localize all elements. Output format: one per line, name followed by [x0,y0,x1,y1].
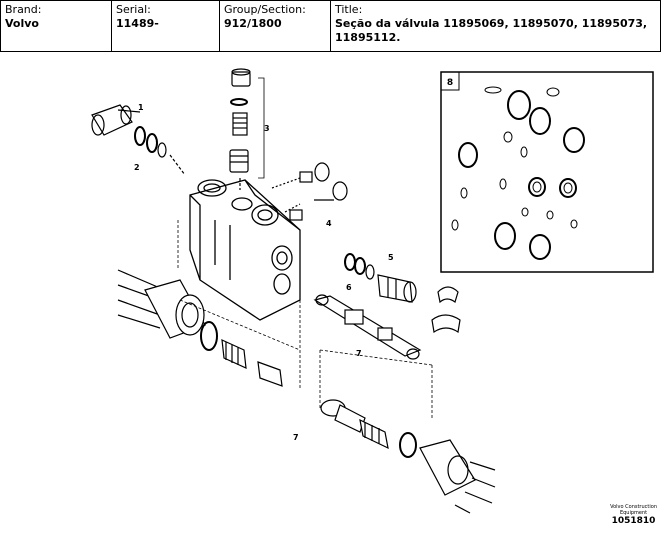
callout-4: 4 [326,219,332,228]
serial-label: Serial: [116,3,151,16]
callout-3: 3 [264,124,270,133]
company-line-2: Equipment [619,510,648,516]
company-line-1: Volvo Construction [610,504,657,510]
figure-footer: Volvo Construction Equipment 1051810 [610,504,657,526]
right-end-cap [320,399,496,514]
brand-cell: Brand: Volvo [1,1,112,51]
callout-1: 1 [138,103,144,112]
title-value: Seção da válvula 11895069, 11895070, 118… [335,17,648,44]
group-value: 912/1800 [224,17,282,30]
part-3-plug-stack [229,68,265,190]
retaining-clips [431,286,461,334]
callout-5: 5 [388,253,394,262]
title-cell: Title: Seção da válvula 11895069, 118950… [331,1,660,51]
valve-body [189,179,301,321]
seal-kit-box: 8 [440,71,654,273]
callout-6: 6 [346,283,352,292]
serial-value: 11489- [116,17,159,30]
assembly-guide-lines [177,220,433,420]
exploded-view-diagram: 8 [91,68,654,514]
brand-label: Brand: [5,3,42,16]
callout-7-upper: 7 [356,349,362,358]
brand-value: Volvo [5,17,39,30]
part-4-check-valves [271,162,348,221]
left-end-cap [117,269,283,387]
part-1-plug [91,104,186,176]
callout-2: 2 [134,163,140,172]
group-cell: Group/Section: 912/1800 [220,1,331,51]
figure-number: 1051810 [611,516,656,526]
title-block: Brand: Volvo Serial: 11489- Group/Sectio… [0,0,661,52]
spool-assembly [313,294,422,360]
serial-cell: Serial: 11489- [112,1,220,51]
title-label: Title: [335,3,363,16]
part-5-plug [344,253,417,303]
callout-8: 8 [447,78,453,88]
group-label: Group/Section: [224,3,306,16]
callout-7-lower: 7 [293,433,299,442]
